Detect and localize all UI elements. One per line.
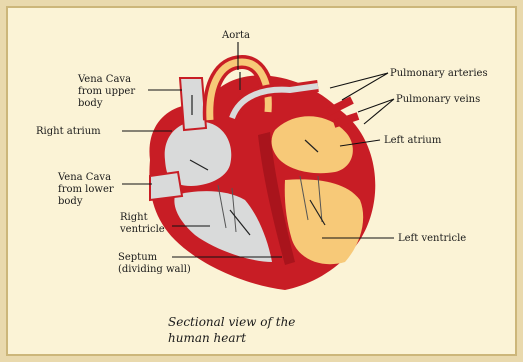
- pulmonary-vein-vessel-1: [328, 100, 352, 112]
- label-pulmonary-arteries: Pulmonary arteries: [390, 68, 488, 79]
- label-vena-cava-upper-line2: from upper: [78, 86, 135, 97]
- vena-cava-upper-vessel: [180, 78, 206, 130]
- label-vena-cava-lower-line3: body: [58, 196, 83, 207]
- leader-pulmonary-veins: [358, 99, 394, 124]
- vena-cava-lower-vessel: [150, 172, 182, 200]
- label-vena-cava-upper-line1: Vena Cava: [77, 74, 131, 85]
- label-left-ventricle: Left ventricle: [398, 233, 466, 244]
- label-vena-cava-lower: Vena Cava from lower body: [57, 172, 117, 207]
- label-right-ventricle-line2: ventricle: [119, 224, 165, 235]
- label-vena-cava-lower-line1: Vena Cava: [57, 172, 111, 183]
- label-vena-cava-upper: Vena Cava from upper body: [77, 74, 138, 109]
- label-pulmonary-veins: Pulmonary veins: [396, 94, 480, 105]
- label-aorta: Aorta: [221, 30, 250, 41]
- caption-line-2: human heart: [168, 331, 246, 345]
- label-septum-line2: (dividing wall): [118, 264, 191, 275]
- label-vena-cava-lower-line2: from lower: [58, 184, 114, 195]
- label-septum-line1: Septum: [118, 252, 158, 263]
- label-left-atrium: Left atrium: [384, 135, 442, 146]
- leader-pulmonary-arteries: [330, 73, 388, 100]
- label-right-atrium: Right atrium: [36, 126, 101, 137]
- label-septum: Septum (dividing wall): [118, 252, 191, 275]
- caption-line-1: Sectional view of the: [168, 315, 295, 329]
- label-vena-cava-upper-line3: body: [78, 98, 103, 109]
- label-right-ventricle-line1: Right: [120, 212, 148, 223]
